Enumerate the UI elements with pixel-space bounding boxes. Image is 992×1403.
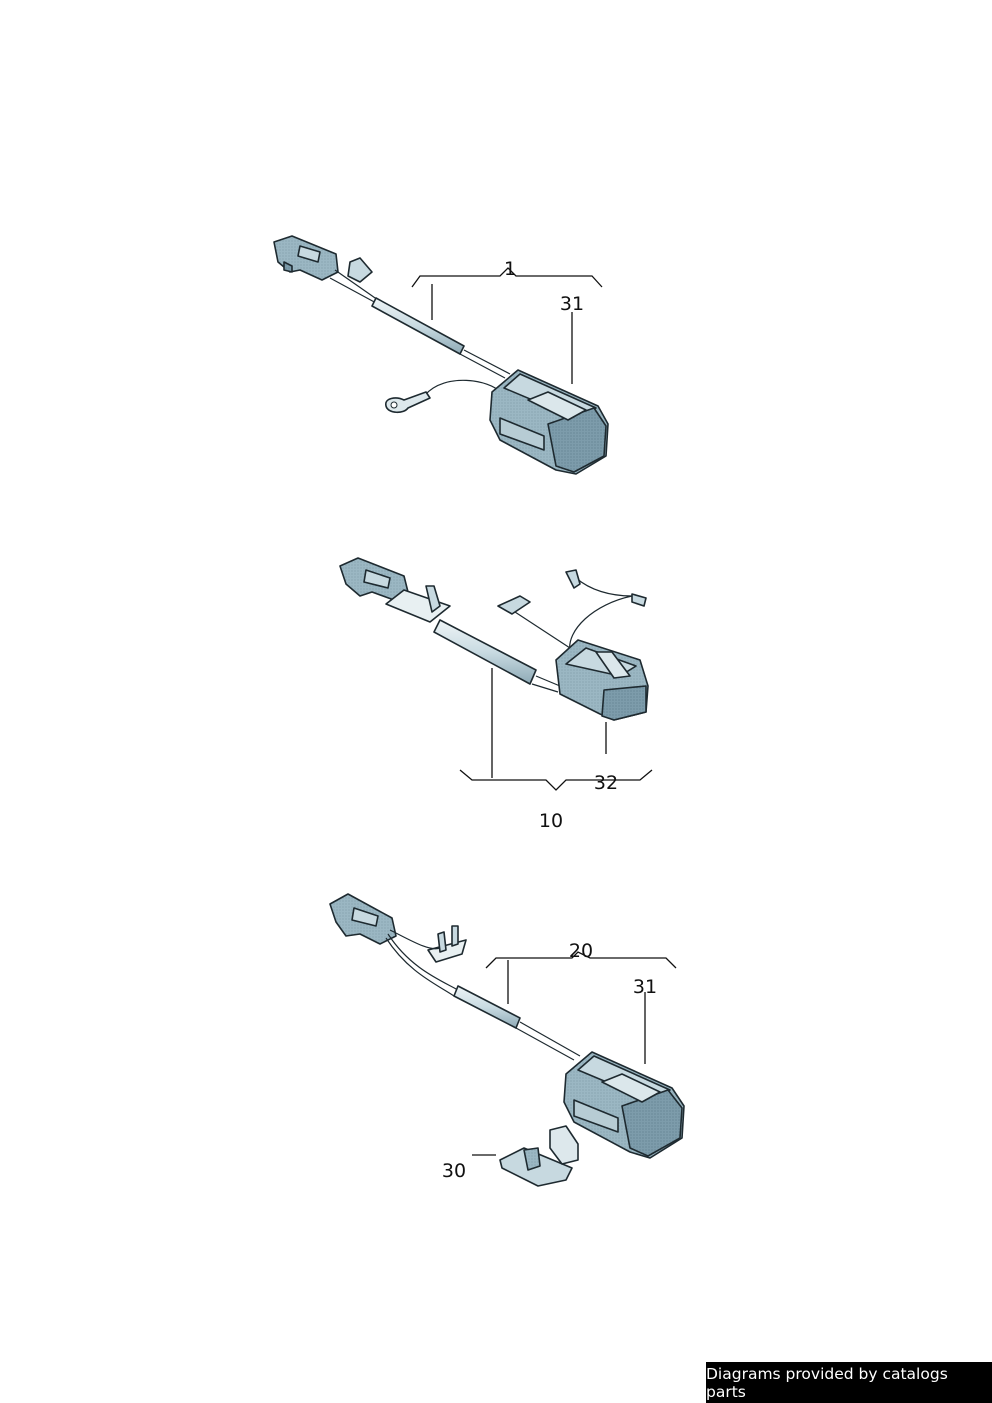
small-connector-plug <box>273 235 373 283</box>
callout-10[interactable]: 10 <box>539 810 563 832</box>
ring-terminal <box>385 391 431 414</box>
small-connector-plug <box>329 893 467 963</box>
leader-10-bracket <box>459 769 653 791</box>
cover-cap-30 <box>499 1125 579 1187</box>
callout-1[interactable]: 1 <box>504 258 516 280</box>
small-connector-plug <box>339 557 451 623</box>
callout-30[interactable]: 30 <box>442 1160 466 1182</box>
cable-sleeve <box>371 297 465 355</box>
assembly-20 <box>329 893 685 1187</box>
connector-housing-31 <box>489 369 609 475</box>
attribution-footer: Diagrams provided by catalogs parts <box>706 1362 992 1403</box>
callout-31-bottom[interactable]: 31 <box>633 976 657 998</box>
connector-housing-32 <box>555 639 649 721</box>
callout-31-top[interactable]: 31 <box>560 293 584 315</box>
cable-sleeve <box>453 985 521 1029</box>
attribution-text: Diagrams provided by catalogs parts <box>706 1364 948 1401</box>
callout-32[interactable]: 32 <box>594 772 618 794</box>
assembly-1 <box>273 235 609 475</box>
cable-sleeve <box>433 619 537 685</box>
assembly-10 <box>339 557 653 791</box>
leader-20-bracket <box>485 951 677 969</box>
connector-housing-31 <box>563 1051 685 1159</box>
flat-terminal <box>497 595 531 615</box>
flat-terminal-clip <box>565 569 647 607</box>
leader-1-bracket <box>411 267 603 288</box>
callout-20[interactable]: 20 <box>569 940 593 962</box>
